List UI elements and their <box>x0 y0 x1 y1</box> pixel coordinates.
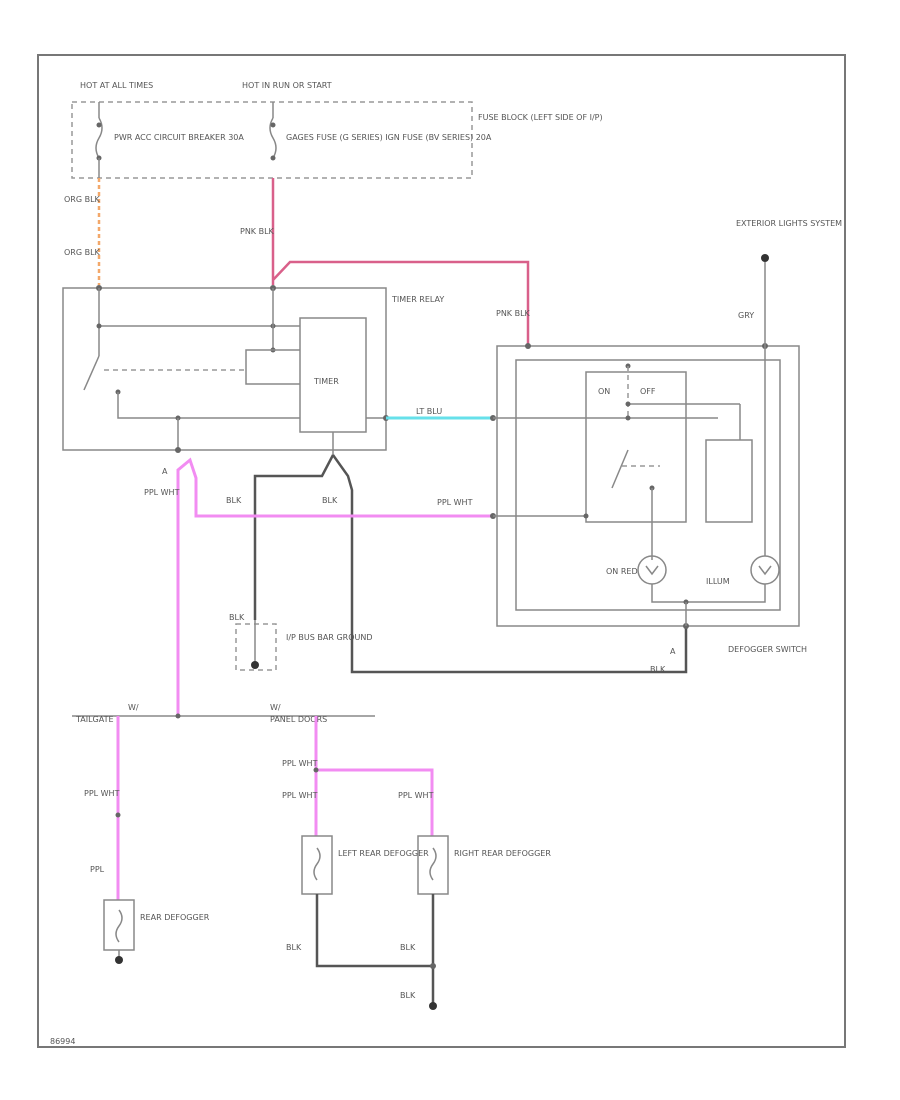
timer-relay-box <box>62 287 387 451</box>
timer-box <box>299 317 367 433</box>
exterior-lights-terminal <box>761 254 769 262</box>
illum-symbol <box>758 565 772 576</box>
diagram-frame <box>37 54 846 1048</box>
illum-label: ILLUM <box>706 577 730 586</box>
right-rear-defogger-symbol <box>429 847 437 881</box>
splice-node <box>175 713 181 719</box>
pnk-blk-label-1: PNK BLK <box>240 227 275 236</box>
left-rear-defogger-symbol <box>313 847 321 881</box>
ppl-wht-label-2: PPL WHT <box>437 498 473 507</box>
right-rear-defogger-label: RIGHT REAR DEFOGGER <box>454 849 551 858</box>
switch-node-2 <box>625 415 631 421</box>
switch-indicator-module <box>705 439 753 523</box>
relay-bus-node-left <box>96 323 102 329</box>
gry-label: GRY <box>738 311 754 320</box>
ppl-wht-label-6: PPL WHT <box>398 791 434 800</box>
panel-defoggers-ground-wire <box>315 894 435 1004</box>
tailgate-label: TAILGATE <box>75 715 114 724</box>
blk-ground-label: BLK <box>229 613 245 622</box>
ppl-wht-label-1: PPL WHT <box>144 488 180 497</box>
pnk-blk-label-2: PNK BLK <box>496 309 531 318</box>
fuse-node-bottom <box>270 155 276 161</box>
switch-arm <box>611 449 629 489</box>
blk-bottom-label: BLK <box>400 991 416 1000</box>
switch-off-label: OFF <box>640 387 656 396</box>
rear-defogger-label: REAR DEFOGGER <box>140 913 210 922</box>
on-indicator-lamp <box>637 555 667 585</box>
left-rear-defogger-label: LEFT REAR DEFOGGER <box>338 849 429 858</box>
circuit-breaker-symbol <box>95 117 103 159</box>
blk-label-3: BLK <box>650 665 666 674</box>
blk-label-2: BLK <box>322 496 338 505</box>
defogger-switch-label: DEFOGGER SWITCH <box>728 645 807 654</box>
hot-in-run-label: HOT IN RUN OR START <box>242 81 332 90</box>
lamp-ground-bus <box>651 584 766 603</box>
switch-node-1 <box>625 401 631 407</box>
pnk-blk-wire <box>271 178 530 345</box>
fuse-symbol <box>269 117 277 159</box>
panel-doors-label: PANEL DOORS <box>270 715 327 724</box>
blk-left-label: BLK <box>286 943 302 952</box>
defogger-switch-box <box>496 345 800 627</box>
breaker-node-top <box>96 122 102 128</box>
connector-a-label-1: A <box>162 467 168 476</box>
ppl-wht-label-5: PPL WHT <box>282 791 318 800</box>
hot-at-all-times-label: HOT AT ALL TIMES <box>80 81 153 90</box>
on-indicator-symbol <box>645 565 659 576</box>
circuit-breaker-label: PWR ACC CIRCUIT BREAKER 30A <box>114 133 244 142</box>
rear-defogger-symbol <box>115 909 123 943</box>
org-blk-label-1: ORG BLK <box>64 195 101 204</box>
blk-label-1: BLK <box>226 496 242 505</box>
blk-right-label: BLK <box>400 943 416 952</box>
fuse-node-top <box>270 122 276 128</box>
ppl-wht-label-3: PPL WHT <box>84 789 120 798</box>
tailgate-connector <box>115 812 121 818</box>
timer-label: TIMER <box>313 377 339 386</box>
relay-coil <box>245 349 300 385</box>
ip-bus-ground-outline <box>235 623 277 671</box>
connector-a-label-2: A <box>670 647 676 656</box>
switch-terminal-pnk <box>525 343 531 349</box>
exterior-lights-label: EXTERIOR LIGHTS SYSTEM <box>736 219 842 228</box>
timer-relay-label: TIMER RELAY <box>391 295 444 304</box>
ppl-wht-main-wire <box>176 457 493 716</box>
blk-wire-to-switch <box>331 454 688 674</box>
relay-switch-arm <box>83 355 100 391</box>
gages-fuse-label: GAGES FUSE (G SERIES) IGN FUSE (BV SERIE… <box>286 133 492 142</box>
switch-node-3 <box>583 513 589 519</box>
ip-bus-ground-label: I/P BUS BAR GROUND <box>286 633 373 642</box>
relay-terminal-bottom-left <box>175 447 181 453</box>
switch-on-label: ON <box>598 387 610 396</box>
switch-mechanism-box <box>585 371 687 523</box>
on-red-label: ON RED <box>606 567 638 576</box>
illum-lamp <box>750 555 780 585</box>
lt-blu-label: LT BLU <box>416 407 442 416</box>
fuse-block-label: FUSE BLOCK (LEFT SIDE OF I/P) <box>478 113 603 122</box>
panel-doors-prefix: W/ <box>270 703 281 712</box>
panel-ground-point <box>429 1002 437 1010</box>
tailgate-prefix: W/ <box>128 703 139 712</box>
ppl-wht-panel-wire <box>314 716 434 836</box>
panel-splice-node <box>313 767 319 773</box>
rear-defogger-ground <box>115 956 123 964</box>
ip-bus-ground-point <box>251 661 259 669</box>
org-blk-label-2: ORG BLK <box>64 248 101 257</box>
diagram-code: 86994 <box>50 1037 75 1046</box>
ppl-wht-label-4: PPL WHT <box>282 759 318 768</box>
ppl-label: PPL <box>90 865 105 874</box>
blk-wire-to-ground <box>253 454 335 620</box>
ground-splice-node <box>430 963 436 969</box>
defogger-switch-inner <box>515 359 781 611</box>
relay-contact-lead <box>117 392 300 419</box>
